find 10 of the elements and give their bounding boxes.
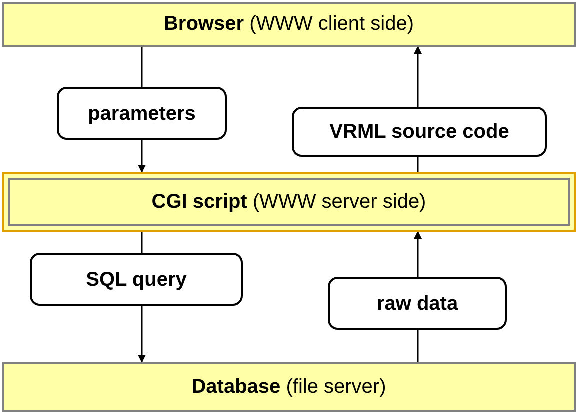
edge-label: VRML source code (292, 107, 547, 157)
process-band (2, 2, 576, 47)
process-band (2, 362, 576, 412)
node-label: Database (file server) (192, 374, 386, 400)
node-label: Browser (WWW client side) (164, 12, 414, 37)
edge-label: parameters (57, 87, 227, 140)
edge-label: SQL query (30, 253, 243, 306)
edge-label: raw data (328, 277, 507, 330)
process-band (2, 172, 576, 232)
node-label: CGI script (WWW server side) (152, 190, 426, 214)
